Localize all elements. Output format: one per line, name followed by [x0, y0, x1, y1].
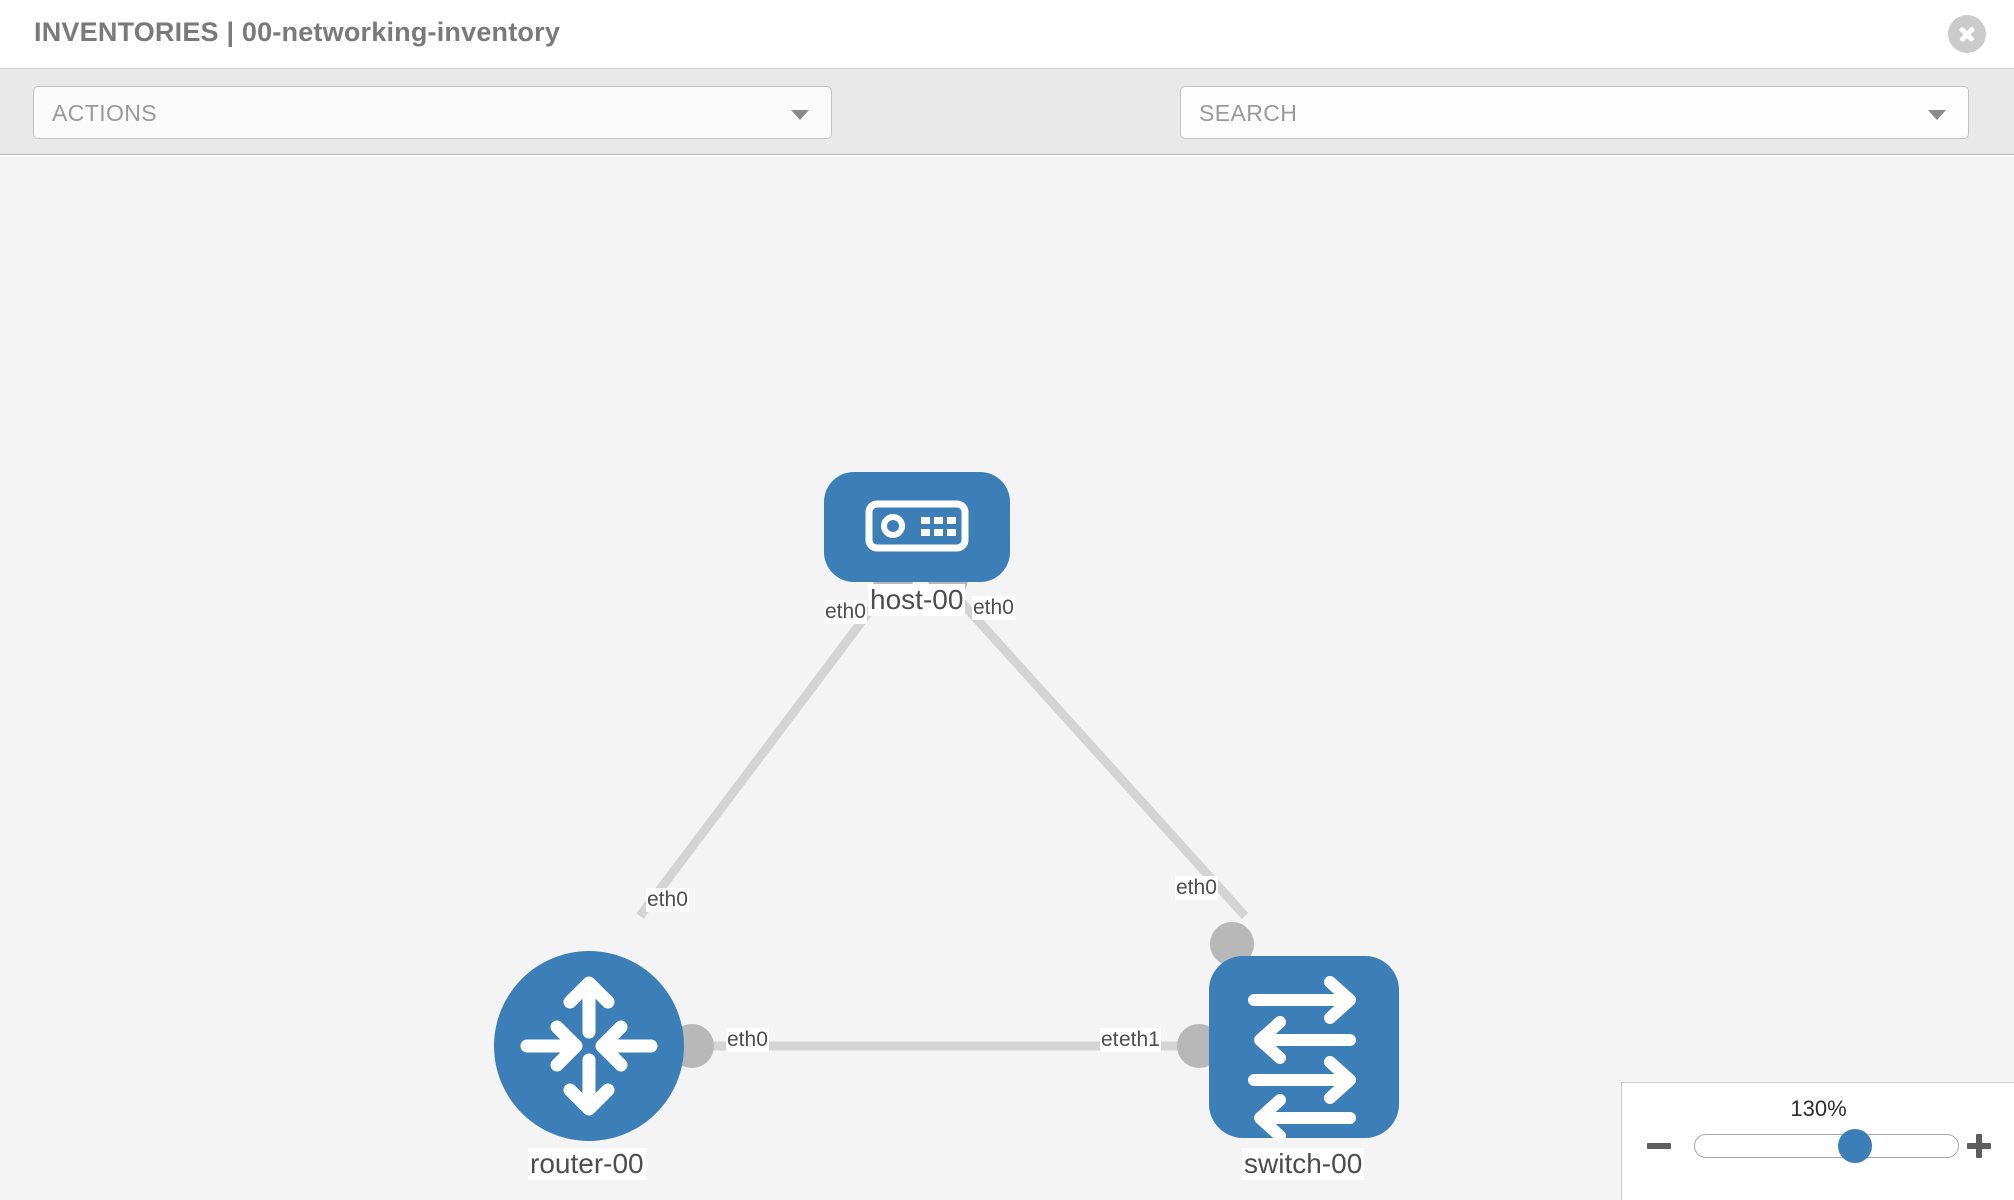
iface-label: eth0: [726, 1028, 769, 1053]
page-header: INVENTORIES | 00-networking-inventory: [0, 0, 2014, 69]
search-input[interactable]: SEARCH: [1180, 86, 1969, 139]
minus-icon[interactable]: [1644, 1131, 1674, 1161]
page-title: INVENTORIES | 00-networking-inventory: [34, 17, 561, 47]
node-router-00: [494, 951, 684, 1141]
server-icon: [865, 500, 969, 552]
chevron-down-icon: [791, 110, 809, 120]
switch-icon: [1248, 976, 1356, 1142]
link-layer: [636, 580, 1249, 1051]
router-icon: [520, 976, 658, 1116]
iface-label: eth0: [824, 600, 867, 625]
node-label-router: router-00: [528, 1148, 646, 1181]
topology-canvas[interactable]: eth0 eth0 eth0 eth0 eth0 eth0 eth1 host-…: [0, 156, 2014, 1200]
zoom-percent-label: 130%: [1790, 1096, 1847, 1121]
actions-dropdown-label: ACTIONS: [52, 100, 158, 126]
actions-dropdown[interactable]: ACTIONS: [33, 86, 832, 139]
connector-layer: [670, 559, 1254, 1068]
zoom-slider[interactable]: [1694, 1129, 1959, 1163]
zoom-slider-thumb[interactable]: [1838, 1129, 1872, 1163]
link-host-router: [636, 581, 894, 919]
topology-graph: [494, 472, 1399, 1142]
search-placeholder: SEARCH: [1199, 100, 1298, 126]
node-switch-00: [1209, 956, 1399, 1142]
connector-switch-topleft: [1210, 922, 1254, 966]
node-label-host: host-00: [868, 584, 966, 617]
toolbar: ACTIONS SEARCH: [0, 69, 2014, 199]
link-host-switch: [941, 580, 1249, 920]
chevron-down-icon[interactable]: [1928, 110, 1946, 120]
node-label-switch: switch-00: [1242, 1148, 1365, 1181]
iface-label: eth0: [646, 888, 689, 913]
iface-label: eth1: [1118, 1028, 1161, 1053]
zoom-control-panel: 130%: [1621, 1082, 2014, 1200]
iface-label: eth0: [972, 596, 1015, 621]
plus-icon[interactable]: [1964, 1131, 1994, 1161]
close-icon[interactable]: [1948, 15, 1986, 53]
node-host-00: [824, 472, 1010, 582]
iface-label: eth0: [1175, 876, 1218, 901]
